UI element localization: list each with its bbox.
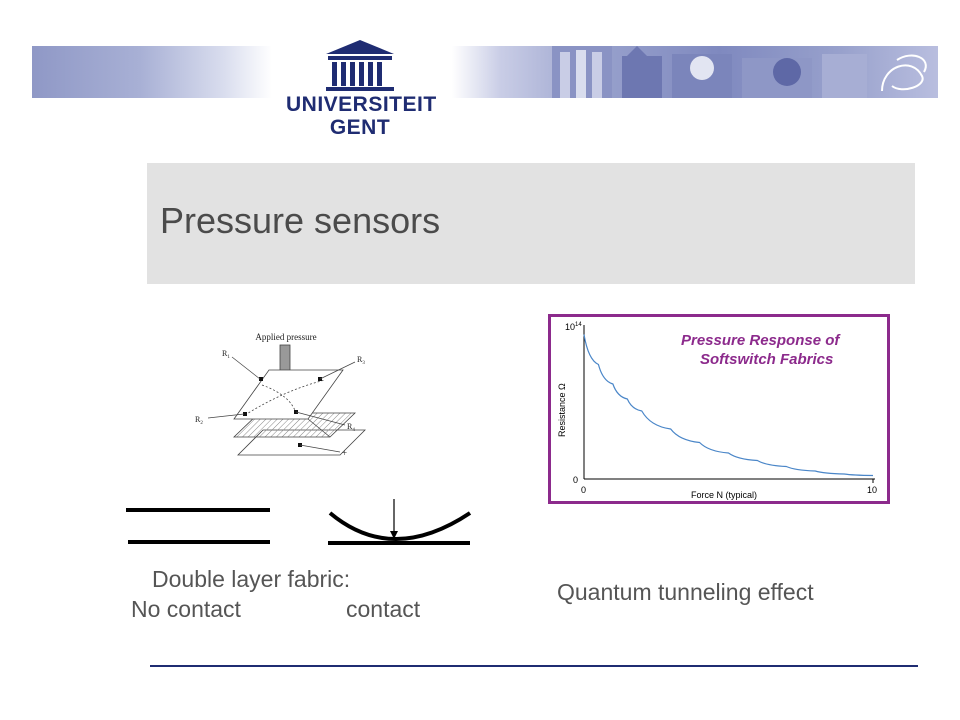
title-panel [147,163,915,284]
y-tick-top: 1014 [565,322,582,332]
r1-label: R1 [222,349,230,360]
caption-no-contact: No contact [131,596,241,622]
university-logo-icon [326,40,394,91]
y-tick-zero: 0 [573,475,578,485]
header-banner-left [32,46,272,98]
caption-quantum-tunneling: Quantum tunneling effect [557,579,814,605]
logo-text-universiteit: UNIVERSITEIT [286,93,437,116]
r2-label: R2 [195,415,203,426]
y-axis-label: Resistance Ω [557,383,567,437]
caption-double-layer: Double layer fabric: [152,566,351,592]
x-tick-ten: 10 [867,485,877,495]
r3-label: R3 [357,355,365,366]
chart-plot-area: 1014 0 0 10 Force N (typical) Resistance… [557,322,877,500]
x-tick-zero: 0 [581,485,586,495]
pressure-response-chart [548,314,890,504]
caption-contact: contact [346,596,421,622]
plus-label: + [342,448,347,458]
chart-title-line1: Pressure Response of [681,332,840,349]
contact-bent-layer [328,511,472,541]
footer-divider [150,665,918,667]
chart-series-line [583,334,874,477]
layered-fabric-diagram: Applied pressure R1 R3 R2 R4 + [195,332,366,458]
chart-title-line2: Softswitch Fabrics [700,351,834,368]
applied-pressure-label: Applied pressure [255,332,316,342]
x-axis-label: Force N (typical) [691,490,757,500]
slide-title: Pressure sensors [160,200,441,241]
contact-illustration [126,499,472,545]
logo-text-gent: GENT [329,116,391,139]
r4-label: R4 [347,422,355,433]
header-photo-strip [552,46,927,98]
